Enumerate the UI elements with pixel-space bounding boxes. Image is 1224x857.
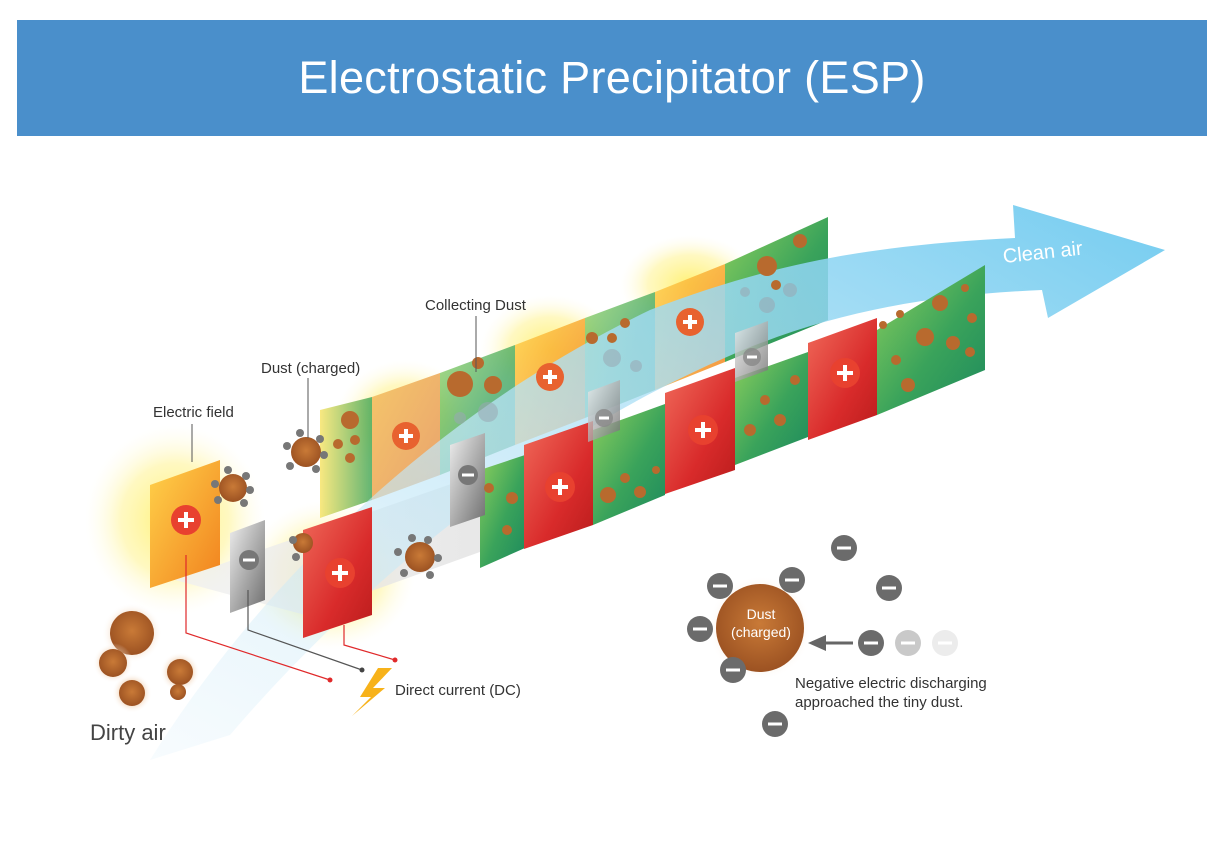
charged-dust-particles [211,429,442,579]
dc-wiring [185,555,398,683]
plus-icon [171,308,860,588]
negative-desc-line2: approached the tiny dust. [795,694,964,711]
arrow-left-icon [808,635,853,651]
electric-field-label: Electric field [153,404,234,421]
dust-detail [708,576,812,680]
leader-lines [191,316,477,462]
dirty-air-dust [93,603,200,713]
negative-ions [687,535,958,737]
minus-icon [239,348,761,570]
dirty-air-label: Dirty air [90,720,166,745]
dust-detail-label-line2: (charged) [731,624,791,640]
collected-dust [333,234,977,535]
negative-discharge-description: Negative electric discharging approached… [795,674,987,712]
dust-detail-label: Dust (charged) [716,605,806,641]
dust-detail-label-line1: Dust [746,606,776,622]
negative-desc-line1: Negative electric discharging [795,675,987,692]
lightning-icon [352,668,392,716]
direct-current-label: Direct current (DC) [395,682,521,699]
faded-dust [454,283,797,424]
collecting-dust-label: Collecting Dust [425,297,526,314]
title-banner: Electrostatic Precipitator (ESP) [17,20,1207,136]
air-stream [150,205,1165,760]
page-title: Electrostatic Precipitator (ESP) [298,52,926,103]
dust-charged-label: Dust (charged) [261,360,361,377]
